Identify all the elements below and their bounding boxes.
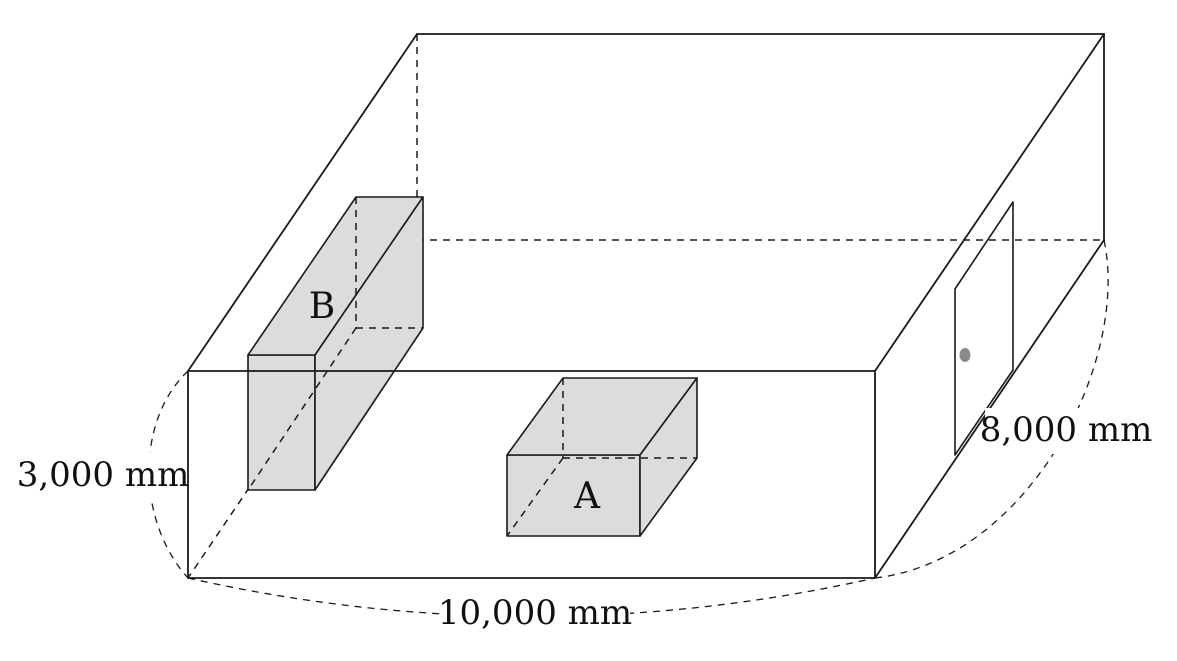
depth-dimension-label: 8,000 mm: [980, 410, 1153, 450]
box-b: B: [247, 196, 424, 491]
door-knob-icon: [959, 348, 971, 362]
depth-dimension: 8,000 mm: [874, 239, 1153, 579]
length-label-background: [440, 592, 630, 636]
box-a: A: [506, 377, 698, 537]
room-top-left-edge: [187, 33, 418, 372]
box-b-hidden-diagonal-edge: [247, 327, 357, 491]
box-a-hidden-diagonal-edge: [506, 457, 564, 537]
height-label-background: [22, 452, 184, 498]
height-dimension-label: 3,000 mm: [17, 455, 190, 495]
room-top-right-edge: [874, 33, 1105, 372]
depth-dimension-arc: [874, 239, 1109, 579]
length-dimension: 10,000 mm: [187, 577, 876, 636]
door: [954, 201, 1014, 456]
depth-label-background: [985, 408, 1147, 454]
length-dimension-label: 10,000 mm: [438, 593, 632, 633]
door-outline: [954, 201, 1014, 456]
box-a-label: A: [573, 476, 601, 517]
height-dimension: 3,000 mm: [17, 370, 190, 579]
box-b-front-face: [247, 354, 316, 491]
box-b-label: B: [309, 286, 335, 327]
